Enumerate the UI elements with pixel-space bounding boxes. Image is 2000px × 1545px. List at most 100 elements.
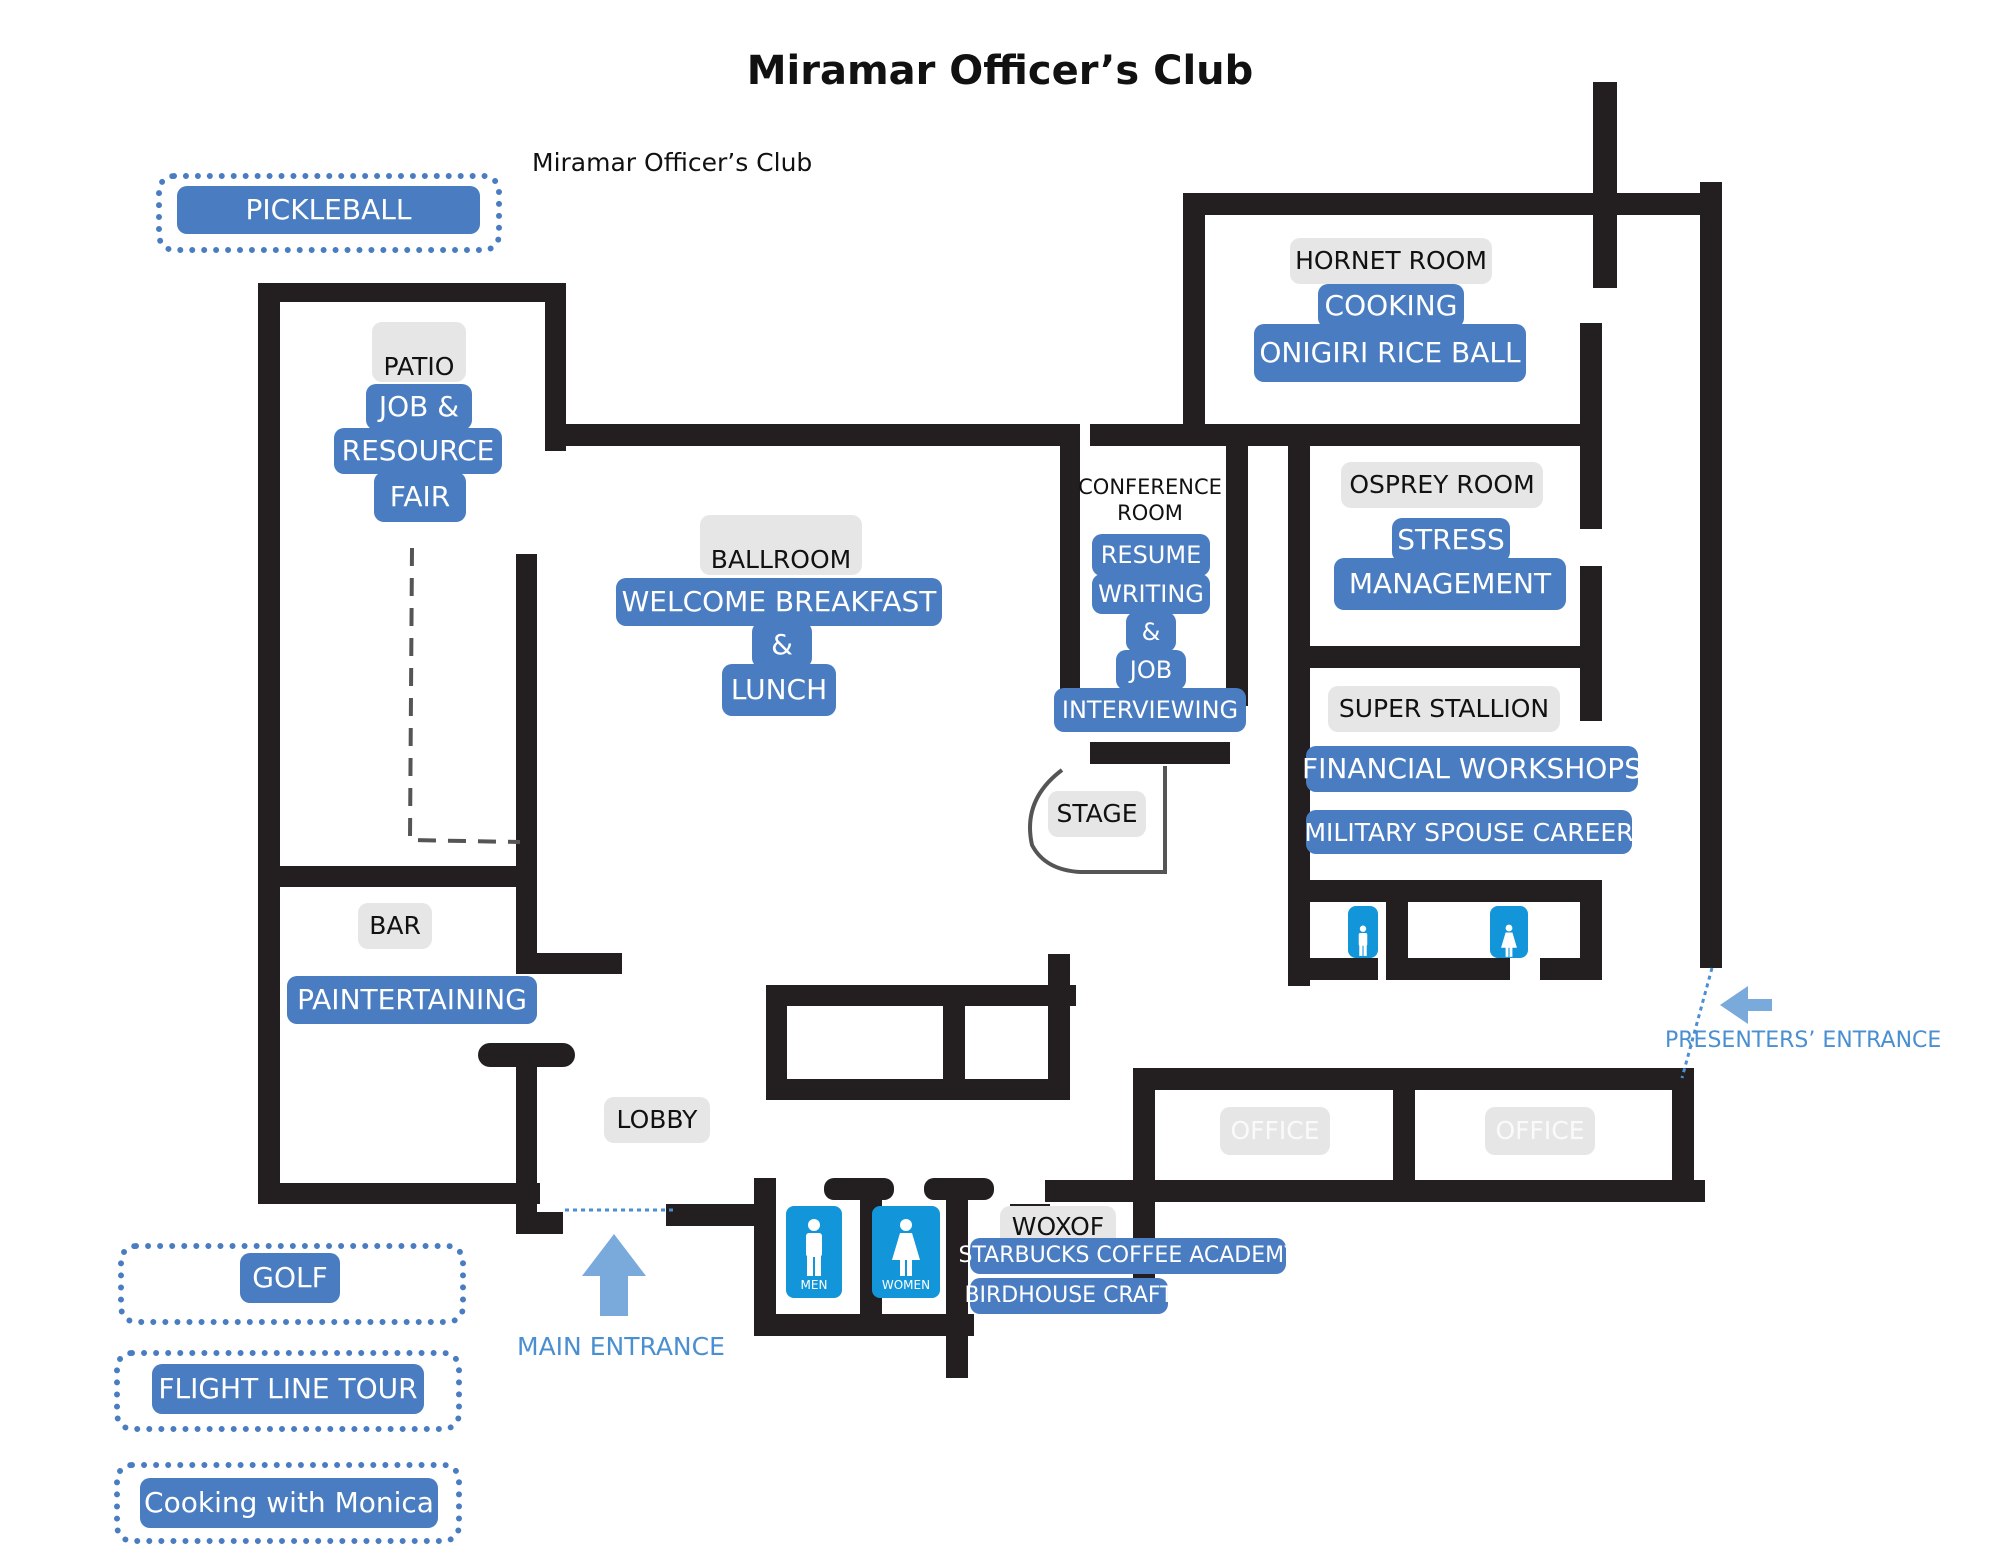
event-breakfast-line1[interactable]: WELCOME BREAKFAST [616, 578, 942, 626]
event-golf[interactable]: GOLF [240, 1253, 340, 1303]
room-label-super-stallion: SUPER STALLION [1328, 686, 1560, 732]
event-birdhouse-craft[interactable]: BIRDHOUSE CRAFT [964, 1278, 1174, 1314]
main-entrance-label: MAIN ENTRANCE [517, 1332, 725, 1361]
wall [545, 283, 566, 451]
room-label-text: PATIO [383, 351, 455, 381]
room-label-stage: STAGE [1048, 791, 1146, 837]
event-resume-line4[interactable]: JOB [1116, 650, 1186, 690]
wall [1048, 954, 1070, 1100]
room-label-text: ROOM [1117, 501, 1183, 525]
wall [766, 985, 787, 1100]
room-label-text: OFFICE [1495, 1116, 1585, 1146]
wall [516, 1212, 563, 1234]
patio-dashed-boundary [407, 547, 521, 844]
event-cooking-line2[interactable]: ONIGIRI RICE BALL [1254, 324, 1526, 382]
room-label-lobby: LOBBY [604, 1097, 710, 1143]
pickleball-outline [156, 173, 502, 253]
wall [1060, 424, 1080, 714]
wall [1580, 566, 1602, 721]
wall [545, 424, 1080, 446]
men-restroom-icon: MEN [786, 1206, 842, 1298]
event-military-spouse-career[interactable]: MILITARY SPOUSE CAREER [1304, 810, 1634, 854]
event-cooking-with-monica[interactable]: Cooking with Monica [140, 1478, 438, 1528]
event-financial-workshops[interactable]: FINANCIAL WORKSHOPS [1302, 746, 1642, 792]
wall [1593, 82, 1617, 288]
event-starbucks-coffee-academy[interactable]: STARBUCKS COFFEE ACADEMY [958, 1238, 1298, 1274]
room-label-text: HORNET ROOM [1295, 246, 1487, 276]
wall [516, 953, 622, 974]
wall [1672, 1068, 1694, 1202]
women-figure-icon [1501, 924, 1517, 957]
men-figure-icon [806, 1219, 822, 1276]
event-pickleball[interactable]: PICKLEBALL [177, 186, 480, 234]
wall [1700, 182, 1722, 968]
wall [516, 554, 537, 964]
arrow-left-icon [1720, 986, 1772, 1024]
room-label-text: BAR [369, 911, 421, 941]
event-resume-line1[interactable]: RESUME [1092, 534, 1210, 576]
wall [754, 1178, 776, 1336]
room-label-patio: PATIO [372, 322, 466, 382]
wall [1045, 1180, 1705, 1202]
room-label-text: OFFICE [1230, 1116, 1320, 1146]
wall [258, 283, 280, 1203]
room-label-text: STAGE [1056, 799, 1138, 829]
event-paintertaining[interactable]: PAINTERTAINING [287, 976, 537, 1024]
men-restroom-icon-small [1348, 906, 1378, 958]
wall [258, 1183, 540, 1204]
map-title: Miramar Officer’s Club [746, 48, 1254, 94]
wall [766, 1079, 1066, 1100]
wall [766, 985, 1076, 1006]
wall [1386, 958, 1510, 980]
wall [1540, 958, 1602, 980]
event-cooking-line1[interactable]: COOKING [1318, 284, 1464, 328]
wall [258, 283, 564, 302]
room-label-text: SUPER STALLION [1338, 694, 1550, 724]
event-job-fair-line2[interactable]: RESOURCE [334, 428, 502, 474]
room-label-text: CONFERENCE [1078, 474, 1222, 499]
event-stress-line1[interactable]: STRESS [1392, 518, 1510, 562]
event-breakfast-line3[interactable]: LUNCH [722, 664, 836, 716]
wall [1300, 646, 1600, 668]
wall [1288, 958, 1378, 980]
room-label-conference: CONFERENCE ROOM [1078, 468, 1222, 532]
flight-line-outline [114, 1350, 462, 1432]
presenters-entrance-doorline [1680, 967, 1714, 1079]
wall [1580, 323, 1602, 529]
event-job-fair-line1[interactable]: JOB & [366, 384, 472, 430]
golf-outline [118, 1243, 466, 1325]
wall [258, 866, 520, 887]
wall [1580, 880, 1602, 980]
event-stress-line2[interactable]: MANAGEMENT [1334, 558, 1566, 610]
wall [1133, 1068, 1155, 1280]
wall [1226, 424, 1248, 706]
wall [666, 1204, 756, 1226]
women-figure-icon [892, 1219, 920, 1276]
room-label-hornet: HORNET ROOM [1290, 238, 1492, 284]
wall [1393, 1080, 1415, 1192]
presenters-entrance-label: PRESENTERS’ ENTRANCE [1665, 1028, 1942, 1053]
event-resume-line5[interactable]: INTERVIEWING [1054, 688, 1246, 732]
men-restroom-label: MEN [800, 1278, 828, 1292]
event-breakfast-line2[interactable]: & [752, 622, 812, 668]
wall [946, 1178, 968, 1378]
event-job-fair-line3[interactable]: FAIR [374, 472, 466, 522]
wall [1183, 193, 1703, 215]
wall [943, 985, 965, 1100]
room-label-office-2: OFFICE [1485, 1107, 1595, 1155]
room-label-osprey: OSPREY ROOM [1341, 462, 1543, 508]
event-flight-line-tour[interactable]: FLIGHT LINE TOUR [152, 1364, 424, 1414]
wall [1090, 742, 1230, 764]
event-resume-line3[interactable]: & [1126, 612, 1176, 652]
room-label-text: BALLROOM [710, 544, 852, 574]
room-label-ballroom: BALLROOM [700, 515, 862, 575]
wall [516, 1043, 537, 1234]
men-figure-icon [1358, 925, 1368, 956]
cooking-monica-outline [114, 1462, 462, 1544]
women-restroom-label: WOMEN [881, 1278, 931, 1292]
event-resume-line2[interactable]: WRITING [1092, 574, 1210, 614]
wall [1133, 1068, 1693, 1090]
wall [1183, 193, 1205, 445]
